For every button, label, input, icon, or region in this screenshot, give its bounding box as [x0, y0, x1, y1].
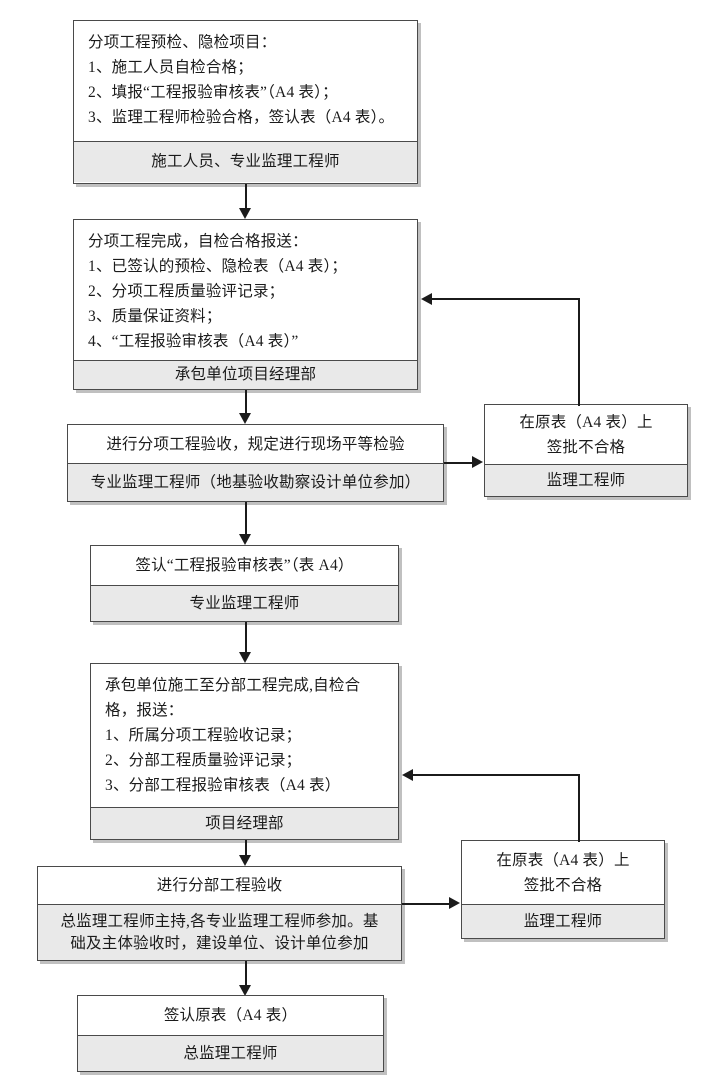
node-division-acceptance[interactable]: 进行分部工程验收 总监理工程师主持,各专业监理工程师参加。基 础及主体验收时，建…	[37, 866, 402, 961]
node-7-actor-label: 总监理工程师	[183, 1044, 278, 1062]
connector-n5-n6-stem	[245, 840, 247, 857]
node-4-actor: 专业监理工程师	[91, 585, 398, 621]
node-5-actor-label: 项目经理部	[205, 814, 284, 832]
connector-n3-r1-stem	[444, 462, 474, 464]
connector-n6-r2-stem	[402, 903, 450, 905]
node-6-actor-line-2: 础及主体验收时，建设单位、设计单位参加	[70, 934, 369, 952]
node-2-line-5: 4、“工程报验审核表（A4 表）”	[88, 333, 299, 350]
node-5-body: 承包单位施工至分部工程完成,自检合 格，报送： 1、所属分项工程验收记录； 2、…	[91, 664, 398, 807]
node-r2-line-1: 在原表（A4 表）上	[496, 851, 630, 869]
node-1-actor-label: 施工人员、专业监理工程师	[151, 153, 340, 170]
node-6-body: 进行分部工程验收	[38, 867, 401, 904]
node-5-line-3: 1、所属分项工程验收记录；	[105, 727, 302, 744]
node-3-actor-label: 专业监理工程师（地基验收勘察设计单位参加）	[90, 473, 421, 491]
node-5-line-4: 2、分部工程质量验评记录；	[105, 752, 302, 769]
node-r1-actor: 监理工程师	[485, 464, 687, 496]
node-r1-body: 在原表（A4 表）上 签批不合格	[485, 405, 687, 464]
node-2-actor-label: 承包单位项目经理部	[174, 366, 317, 383]
connector-n6-n7-stem	[245, 961, 247, 987]
node-1-actor: 施工人员、专业监理工程师	[74, 141, 417, 182]
node-4-body: 签认“工程报验审核表”（表 A4）	[91, 546, 398, 585]
node-5-line-1: 承包单位施工至分部工程完成,自检合	[105, 677, 361, 694]
connector-n3-n4-stem	[245, 502, 247, 537]
node-3-body: 进行分项工程验收，规定进行现场平等检验	[68, 425, 443, 463]
node-7-line-1: 签认原表（A4 表）	[163, 1007, 298, 1024]
connector-n2-n3-arrowhead	[238, 413, 251, 424]
node-5-line-2: 格，报送：	[105, 702, 184, 719]
connector-n3-r1-arrowhead	[472, 455, 483, 468]
node-2-actor: 承包单位项目经理部	[74, 360, 417, 389]
node-6-line-1: 进行分部工程验收	[156, 877, 283, 894]
connector-r1-feedback-vertical	[578, 298, 580, 406]
connector-n3-n4-arrowhead	[238, 534, 251, 545]
connector-n4-n5-stem	[245, 622, 247, 655]
node-reject-stamp-upper[interactable]: 在原表（A4 表）上 签批不合格 监理工程师	[484, 404, 688, 497]
node-7-body: 签认原表（A4 表）	[78, 996, 383, 1035]
connector-n1-n2-arrowhead	[238, 208, 251, 219]
node-subitem-preinspection[interactable]: 分项工程预检、隐检项目： 1、施工人员自检合格； 2、填报“工程报验审核表”（A…	[73, 20, 418, 184]
node-r1-line-1: 在原表（A4 表）上	[519, 413, 653, 431]
node-r2-body: 在原表（A4 表）上 签批不合格	[462, 841, 664, 904]
node-r1-actor-label: 监理工程师	[546, 471, 626, 489]
connector-n1-n2-stem	[245, 184, 247, 210]
connector-r2-feedback-arrowhead	[402, 768, 413, 781]
connector-n6-n7-arrowhead	[238, 985, 251, 996]
node-2-line-4: 3、质量保证资料；	[88, 308, 222, 325]
node-1-line-3: 2、填报“工程报验审核表”（A4 表）；	[88, 84, 338, 101]
node-6-actor: 总监理工程师主持,各专业监理工程师参加。基 础及主体验收时，建设单位、设计单位参…	[38, 904, 401, 960]
node-2-line-1: 分项工程完成，自检合格报送：	[88, 233, 308, 250]
node-5-line-5: 3、分部工程报验审核表（A4 表）	[105, 777, 341, 794]
connector-r1-feedback-arrowhead	[421, 292, 432, 305]
node-reject-stamp-lower[interactable]: 在原表（A4 表）上 签批不合格 监理工程师	[461, 840, 665, 939]
node-4-line-1: 签认“工程报验审核表”（表 A4）	[135, 557, 354, 574]
connector-r2-feedback-horizontal	[413, 774, 580, 776]
node-1-body: 分项工程预检、隐检项目： 1、施工人员自检合格； 2、填报“工程报验审核表”（A…	[74, 21, 417, 141]
node-2-body: 分项工程完成，自检合格报送： 1、已签认的预检、隐检表（A4 表）； 2、分项工…	[74, 220, 417, 360]
node-1-line-2: 1、施工人员自检合格；	[88, 59, 253, 76]
node-r1-line-2: 签批不合格	[546, 438, 626, 456]
node-subitem-complete-submit[interactable]: 分项工程完成，自检合格报送： 1、已签认的预检、隐检表（A4 表）； 2、分项工…	[73, 219, 418, 390]
connector-n5-n6-arrowhead	[238, 855, 251, 866]
node-r2-line-2: 签批不合格	[523, 876, 603, 894]
node-division-complete-submit[interactable]: 承包单位施工至分部工程完成,自检合 格，报送： 1、所属分项工程验收记录； 2、…	[90, 663, 399, 840]
node-3-actor: 专业监理工程师（地基验收勘察设计单位参加）	[68, 463, 443, 501]
node-subitem-acceptance[interactable]: 进行分项工程验收，规定进行现场平等检验 专业监理工程师（地基验收勘察设计单位参加…	[67, 424, 444, 502]
node-r2-actor-label: 监理工程师	[523, 912, 603, 930]
node-3-line-1: 进行分项工程验收，规定进行现场平等检验	[106, 435, 405, 453]
node-2-line-2: 1、已签认的预检、隐检表（A4 表）；	[88, 258, 348, 275]
node-5-actor: 项目经理部	[91, 807, 398, 839]
node-r2-actor: 监理工程师	[462, 904, 664, 938]
node-sign-report-form[interactable]: 签认“工程报验审核表”（表 A4） 专业监理工程师	[90, 545, 399, 622]
connector-r1-feedback-horizontal	[432, 298, 580, 300]
connector-n4-n5-arrowhead	[238, 652, 251, 663]
node-sign-original-form[interactable]: 签认原表（A4 表） 总监理工程师	[77, 995, 384, 1072]
node-6-actor-line-1: 总监理工程师主持,各专业监理工程师参加。基	[60, 912, 379, 930]
node-1-line-4: 3、监理工程师检验合格，签认表（A4 表）。	[88, 109, 395, 126]
node-4-actor-label: 专业监理工程师	[189, 594, 300, 612]
connector-r2-feedback-vertical	[578, 774, 580, 842]
connector-n2-n3-stem	[245, 390, 247, 415]
connector-n6-r2-arrowhead	[449, 896, 460, 909]
node-7-actor: 总监理工程师	[78, 1035, 383, 1071]
node-1-line-1: 分项工程预检、隐检项目：	[88, 34, 277, 51]
node-2-line-3: 2、分项工程质量验评记录；	[88, 283, 285, 300]
